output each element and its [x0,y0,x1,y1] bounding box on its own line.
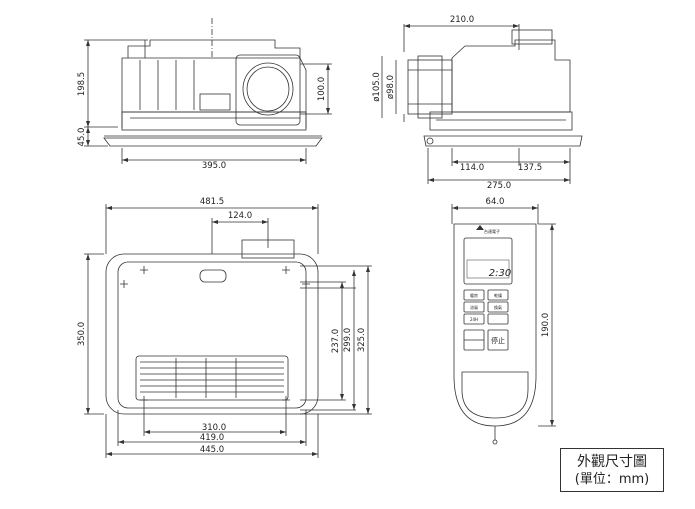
bottom-view [84,204,372,458]
remote-display-time: 2:30 [489,268,511,279]
dim-top-width-total: 481.5 [200,197,224,207]
legend-unit: (單位：mm) [574,472,650,487]
arrowheads [86,24,570,456]
dim-top-depth-total: 350.0 [77,322,87,346]
legend-box: 外觀尺寸圖 (單位：mm) [560,448,664,492]
remote-btn-heat: 暖房 [470,292,478,298]
front-elevation [84,18,332,164]
remote-brand-mark: 台達電子 [484,228,500,234]
remote-btn-stop: 停止 [491,336,505,345]
dim-side-width-top: 210.0 [450,15,474,25]
side-elevation [381,24,583,184]
remote-btn-timer: 24H [470,317,478,322]
remote-btn-fan: 換氣 [494,304,502,310]
dim-top-duct-offset: 124.0 [228,211,252,221]
remote-details [466,225,510,279]
remote-btn-dry: 乾燥 [494,292,502,298]
dim-side-diameter-outer: ø105.0 [372,72,382,102]
dim-side-offset-left: 114.0 [460,163,484,173]
dim-top-depth-a: 237.0 [331,329,341,353]
dim-front-height-body: 198.5 [77,72,87,96]
dim-side-width-total: 275.0 [487,181,511,191]
dim-remote-height: 190.0 [541,313,551,337]
legend-title: 外觀尺寸圖 [577,454,647,470]
dim-front-width-panel: 395.0 [202,161,226,171]
dim-front-height-panel: 45.0 [77,128,87,147]
remote-control [451,204,556,445]
dim-top-width-a: 310.0 [202,423,226,433]
remote-btn-cool: 涼風 [470,304,478,310]
dim-side-offset-right: 137.5 [518,163,542,173]
dim-top-width-c: 445.0 [200,445,224,455]
dim-side-diameter-inner: ø98.0 [386,75,396,99]
dim-top-depth-c: 325.0 [357,328,367,352]
dim-front-height-duct: 100.0 [317,77,327,101]
dim-top-depth-b: 299.0 [343,328,353,352]
dim-top-width-b: 419.0 [200,433,224,443]
brand-logo-icon [476,225,484,230]
dim-remote-width: 64.0 [486,197,505,207]
